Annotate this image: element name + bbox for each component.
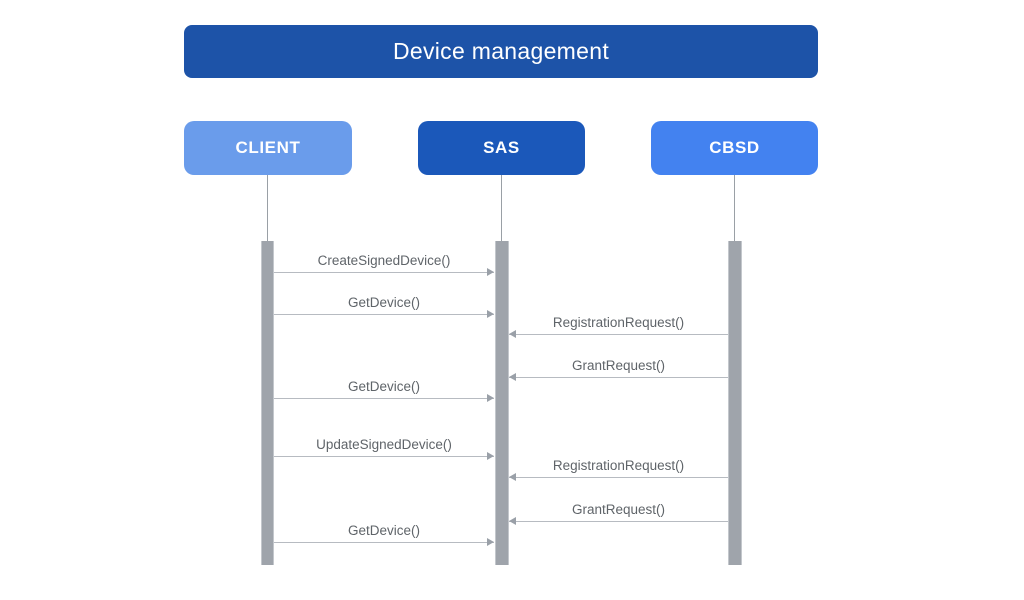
activation-bar-client (261, 241, 274, 565)
arrow-right-icon (274, 310, 494, 318)
message-label: GetDevice() (347, 523, 420, 538)
activation-bar-sas (495, 241, 509, 565)
message-grant-request-1: GrantRequest() (509, 357, 728, 381)
arrow-right-icon (274, 268, 494, 276)
actor-sas: SAS (418, 121, 585, 175)
arrow-left-icon (509, 473, 728, 481)
arrow-right-icon (274, 538, 494, 546)
message-label: GrantRequest() (571, 502, 666, 517)
arrow-left-icon (509, 330, 728, 338)
lifeline-sas (501, 175, 502, 241)
message-label: GetDevice() (347, 379, 420, 394)
actor-cbsd: CBSD (651, 121, 818, 175)
lifeline-client (267, 175, 268, 241)
message-grant-request-2: GrantRequest() (509, 501, 728, 525)
message-create-signed-device: CreateSignedDevice() (274, 252, 494, 276)
actor-cbsd-label: CBSD (709, 138, 760, 157)
actor-client: CLIENT (184, 121, 352, 175)
actor-client-label: CLIENT (235, 138, 301, 157)
message-label: RegistrationRequest() (552, 458, 685, 473)
diagram-title: Device management (392, 38, 610, 64)
message-get-device-2: GetDevice() (274, 378, 494, 402)
message-update-signed-device: UpdateSignedDevice() (274, 436, 494, 460)
message-label: UpdateSignedDevice() (316, 437, 452, 452)
message-label: CreateSignedDevice() (317, 253, 451, 268)
message-label: GrantRequest() (571, 358, 666, 373)
message-get-device-1: GetDevice() (274, 294, 494, 318)
arrow-right-icon (274, 394, 494, 402)
actor-sas-label: SAS (483, 138, 520, 157)
message-registration-request-1: RegistrationRequest() (509, 314, 728, 338)
message-label: RegistrationRequest() (552, 315, 685, 330)
lifeline-cbsd (734, 175, 735, 241)
diagram-title-bar: Device management (184, 25, 818, 78)
message-get-device-3: GetDevice() (274, 522, 494, 546)
message-registration-request-2: RegistrationRequest() (509, 457, 728, 481)
activation-bar-cbsd (728, 241, 742, 565)
message-label: GetDevice() (347, 295, 420, 310)
arrow-right-icon (274, 452, 494, 460)
arrow-left-icon (509, 517, 728, 525)
arrow-left-icon (509, 373, 728, 381)
